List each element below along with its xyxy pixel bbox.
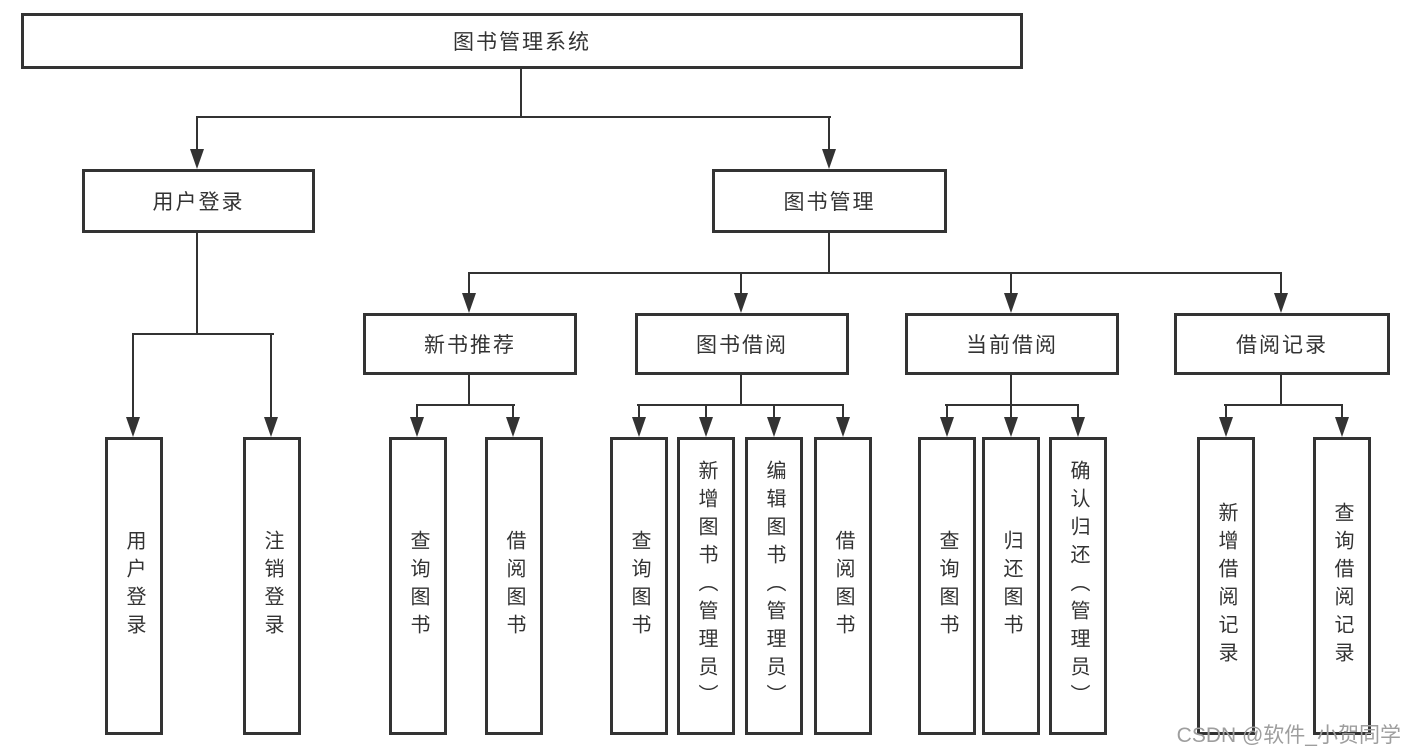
node-book-borrow-label: 图书借阅	[696, 334, 788, 357]
connector-line	[705, 405, 707, 417]
connector-line	[416, 405, 418, 417]
leaf-label: 借阅图书	[503, 530, 525, 642]
node-root: 图书管理系统	[21, 13, 1023, 69]
arrow-down-icon	[734, 293, 748, 313]
leaf-edit-books-admin: 编辑图书（管理员）	[745, 437, 803, 735]
node-root-label: 图书管理系统	[453, 31, 591, 54]
connector-line	[773, 405, 775, 417]
connector-line	[946, 405, 948, 417]
node-borrow-records: 借阅记录	[1174, 313, 1390, 375]
arrow-down-icon	[126, 417, 140, 437]
leaf-label: 注销登录	[261, 530, 283, 642]
connector-line	[1341, 405, 1343, 417]
connector-line	[637, 404, 844, 406]
watermark: CSDN @软件_小贺同学	[1176, 724, 1401, 747]
arrow-down-icon	[190, 149, 204, 169]
arrow-down-icon	[410, 417, 424, 437]
node-book-management-label: 图书管理	[783, 191, 876, 214]
leaf-label: 用户登录	[123, 530, 145, 642]
leaf-borrow-books-recommend: 借阅图书	[485, 437, 543, 735]
arrow-down-icon	[940, 417, 954, 437]
connector-line	[512, 405, 514, 417]
node-new-book-recommend: 新书推荐	[363, 313, 577, 375]
connector-line	[132, 333, 274, 335]
leaf-label: 查询借阅记录	[1331, 502, 1353, 670]
connector-line	[196, 233, 198, 335]
connector-line	[468, 272, 1282, 274]
connector-line	[1225, 405, 1227, 417]
arrow-down-icon	[767, 417, 781, 437]
connector-line	[416, 404, 515, 406]
leaf-logout: 注销登录	[243, 437, 301, 735]
connector-line	[945, 404, 1079, 406]
leaf-add-books-admin: 新增图书（管理员）	[677, 437, 735, 735]
node-book-borrow: 图书借阅	[635, 313, 849, 375]
connector-line	[828, 117, 830, 149]
leaf-add-borrow-record: 新增借阅记录	[1197, 437, 1255, 735]
leaf-query-borrow-record: 查询借阅记录	[1313, 437, 1371, 735]
connector-line	[740, 273, 742, 294]
node-current-borrow: 当前借阅	[905, 313, 1119, 375]
leaf-label: 借阅图书	[832, 530, 854, 642]
connector-line	[1010, 375, 1012, 406]
connector-line	[740, 375, 742, 406]
leaf-label: 查询图书	[628, 530, 650, 642]
connector-line	[520, 69, 522, 118]
node-current-borrow-label: 当前借阅	[966, 334, 1058, 357]
connector-line	[828, 233, 830, 274]
connector-line	[132, 334, 134, 417]
node-book-management: 图书管理	[712, 169, 947, 233]
arrow-down-icon	[506, 417, 520, 437]
leaf-query-books-recommend: 查询图书	[389, 437, 447, 735]
connector-line	[196, 116, 831, 118]
arrow-down-icon	[264, 417, 278, 437]
connector-line	[196, 117, 198, 149]
node-user-login: 用户登录	[82, 169, 315, 233]
leaf-label: 确认归还（管理员）	[1067, 460, 1089, 712]
arrow-down-icon	[822, 149, 836, 169]
arrow-down-icon	[1335, 417, 1349, 437]
arrow-down-icon	[1004, 293, 1018, 313]
connector-line	[1077, 405, 1079, 417]
arrow-down-icon	[1219, 417, 1233, 437]
leaf-query-books-borrow: 查询图书	[610, 437, 668, 735]
arrow-down-icon	[462, 293, 476, 313]
arrow-down-icon	[1274, 293, 1288, 313]
leaf-query-books-current: 查询图书	[918, 437, 976, 735]
node-new-book-recommend-label: 新书推荐	[424, 334, 516, 357]
connector-line	[1224, 404, 1343, 406]
arrow-down-icon	[699, 417, 713, 437]
connector-line	[842, 405, 844, 417]
connector-line	[1010, 273, 1012, 294]
leaf-confirm-return-admin: 确认归还（管理员）	[1049, 437, 1107, 735]
node-borrow-records-label: 借阅记录	[1236, 334, 1328, 357]
connector-line	[1280, 375, 1282, 406]
connector-line	[1280, 273, 1282, 294]
leaf-label: 查询图书	[407, 530, 429, 642]
leaf-label: 编辑图书（管理员）	[763, 460, 785, 712]
connector-line	[1010, 405, 1012, 417]
leaf-label: 新增借阅记录	[1215, 502, 1237, 670]
arrow-down-icon	[1071, 417, 1085, 437]
leaf-user-login: 用户登录	[105, 437, 163, 735]
leaf-label: 新增图书（管理员）	[695, 460, 717, 712]
connector-line	[468, 273, 470, 294]
connector-line	[468, 375, 470, 406]
leaf-label: 归还图书	[1000, 530, 1022, 642]
arrow-down-icon	[836, 417, 850, 437]
connector-line	[270, 334, 272, 417]
leaf-return-books: 归还图书	[982, 437, 1040, 735]
leaf-label: 查询图书	[936, 530, 958, 642]
arrow-down-icon	[1004, 417, 1018, 437]
arrow-down-icon	[632, 417, 646, 437]
node-user-login-label: 用户登录	[152, 191, 245, 214]
connector-line	[638, 405, 640, 417]
leaf-borrow-books: 借阅图书	[814, 437, 872, 735]
